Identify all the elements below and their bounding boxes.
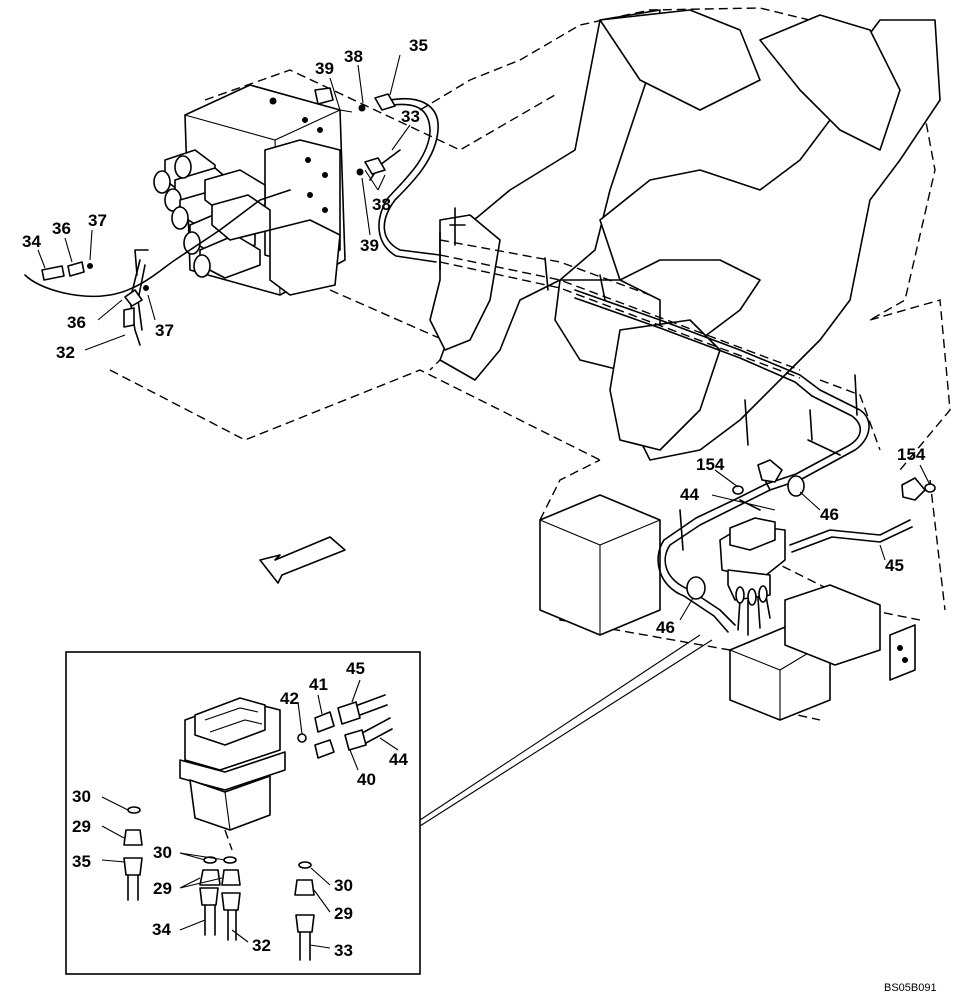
callout-45-detail: 45 <box>346 659 365 678</box>
callout-29-b: 29 <box>153 879 172 898</box>
callout-36-low: 36 <box>67 313 86 332</box>
callout-33-detail: 33 <box>334 941 353 960</box>
tank-boxes <box>539 494 916 721</box>
callout-40-detail: 40 <box>357 770 376 789</box>
boom-structure <box>429 9 941 461</box>
callout-37-left: 37 <box>88 211 107 230</box>
pilot-hoses <box>24 98 913 633</box>
callout-labels: 35 38 39 33 38 39 34 36 37 36 37 32 154 … <box>22 36 926 960</box>
callout-29-a: 29 <box>72 817 91 836</box>
callout-46-a: 46 <box>820 505 839 524</box>
callout-39-top: 39 <box>315 59 334 78</box>
callout-41-detail: 41 <box>309 675 328 694</box>
callout-38-mid: 38 <box>372 195 391 214</box>
detail-pointer-lines <box>419 634 713 827</box>
callout-42-detail: 42 <box>280 689 299 708</box>
valve-spools <box>153 149 271 279</box>
hose-clamps <box>439 207 858 551</box>
valve-fittings <box>41 93 396 328</box>
callout-34-detail: 34 <box>152 920 171 939</box>
drawing-code: BS05B091 <box>884 982 937 994</box>
tee-fittings <box>686 459 936 600</box>
callout-36-left: 36 <box>52 219 71 238</box>
callout-37-low: 37 <box>155 321 174 340</box>
callout-44-main: 44 <box>680 485 699 504</box>
callout-45-main: 45 <box>885 556 904 575</box>
callout-34-left: 34 <box>22 232 41 251</box>
callout-32-left: 32 <box>56 343 75 362</box>
callout-30-b: 30 <box>153 843 172 862</box>
callout-39-mid: 39 <box>360 236 379 255</box>
callout-29-c: 29 <box>334 904 353 923</box>
callout-46-b: 46 <box>656 618 675 637</box>
control-valve <box>153 84 346 296</box>
callout-32-detail: 32 <box>252 936 271 955</box>
callout-154-a: 154 <box>696 455 725 474</box>
callout-30-a: 30 <box>72 787 91 806</box>
callout-35-top: 35 <box>409 36 428 55</box>
pilot-valve-main <box>719 517 786 636</box>
callout-35-detail: 35 <box>72 852 91 871</box>
detail-frame <box>65 651 421 975</box>
callout-154-b: 154 <box>897 445 926 464</box>
callout-30-c: 30 <box>334 876 353 895</box>
detail-fittings <box>123 694 393 961</box>
callout-leaders <box>37 54 931 949</box>
front-direction-arrow-icon <box>259 536 346 584</box>
callout-33-top: 33 <box>401 107 420 126</box>
callout-44-detail: 44 <box>389 750 408 769</box>
pilot-valve-detail <box>179 697 286 851</box>
callout-38-top: 38 <box>344 47 363 66</box>
